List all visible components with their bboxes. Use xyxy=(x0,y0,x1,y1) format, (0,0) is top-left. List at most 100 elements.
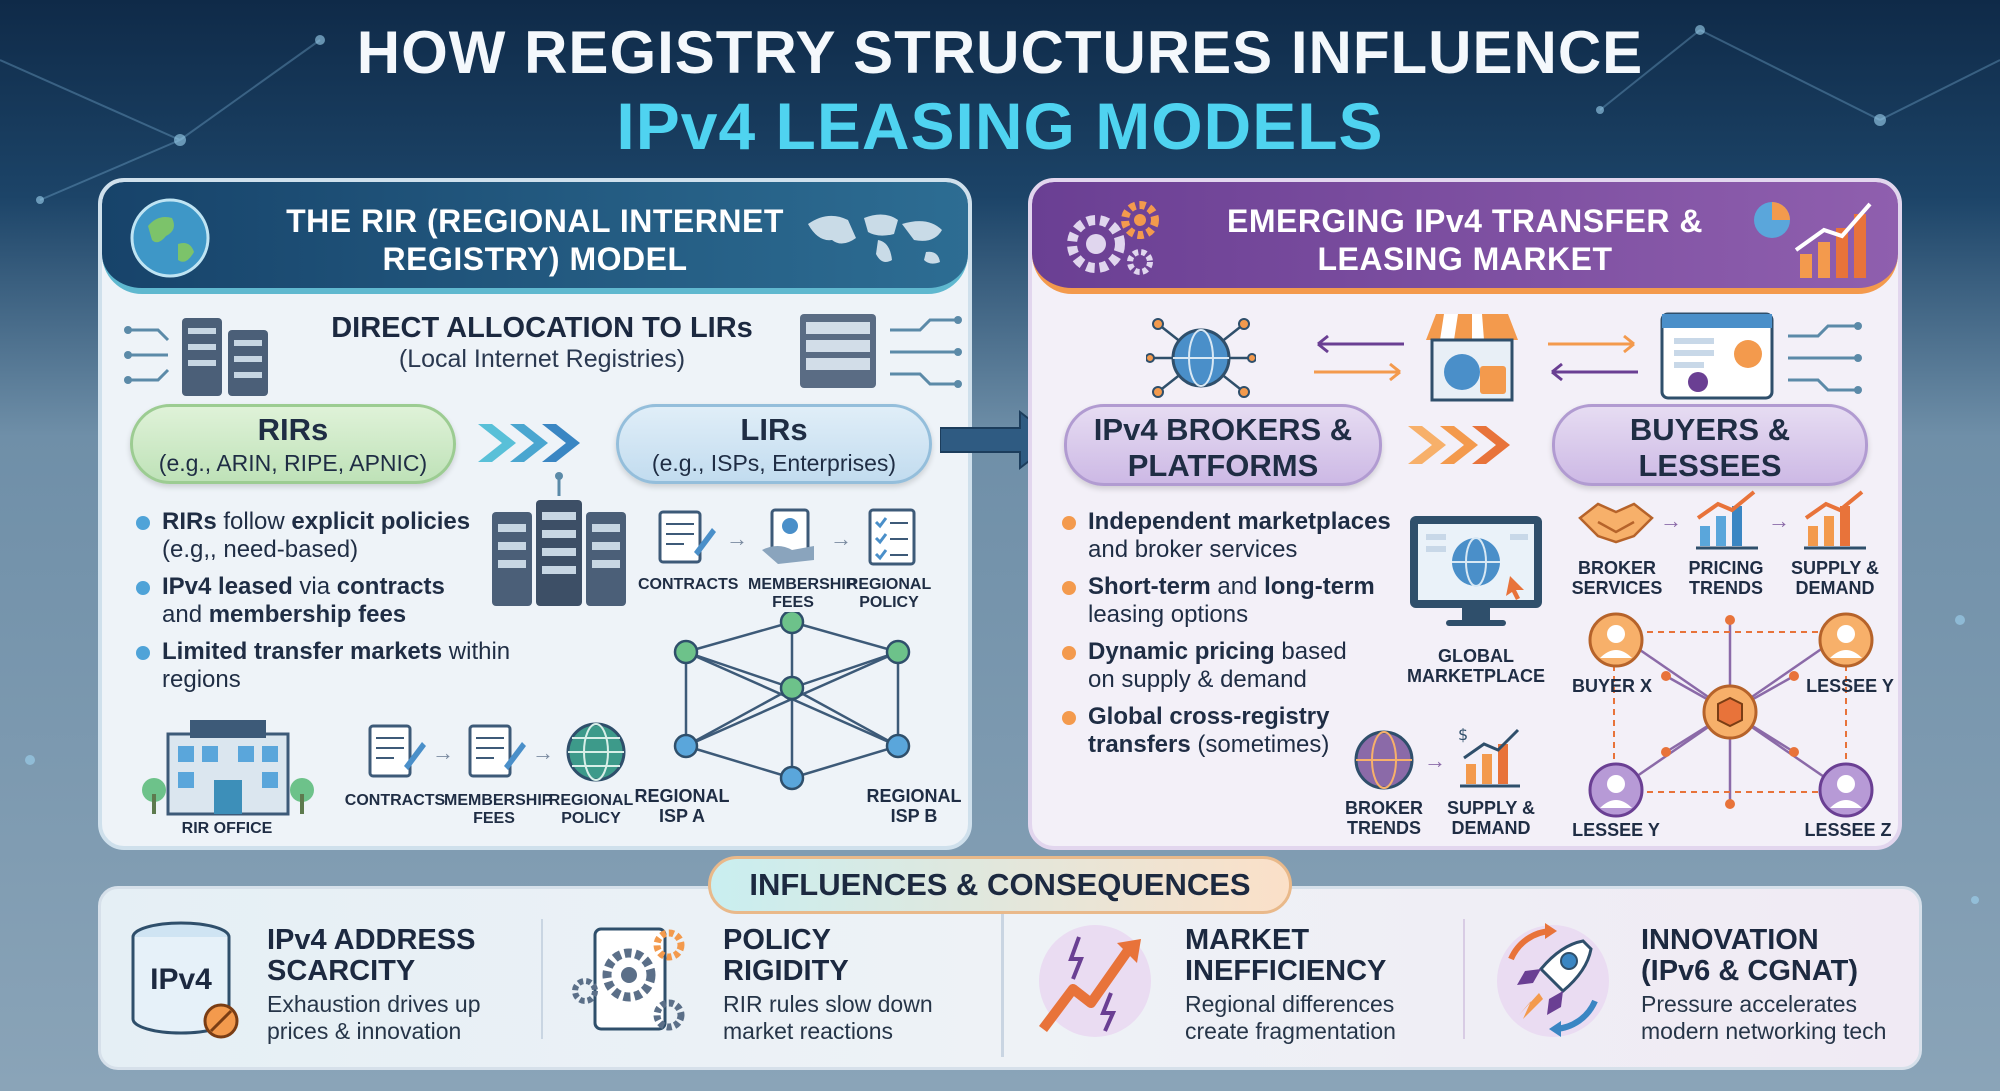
growth-chart-icon xyxy=(1754,202,1872,278)
membership-doc-bottom-icon xyxy=(468,724,526,778)
label-broker-services: BROKER SERVICES xyxy=(1571,558,1663,598)
server-left-icon xyxy=(124,318,268,396)
rirs-title: RIRs xyxy=(257,412,329,447)
rir-panel-title: THE RIR (REGIONAL INTERNET REGISTRY) MOD… xyxy=(286,203,784,277)
membership-fees-icon xyxy=(762,508,814,564)
rir-bullets: RIRs follow explicit policies(e.g,, need… xyxy=(136,508,516,703)
market-panel-header: EMERGING IPv4 TRANSFER & LEASING MARKET xyxy=(1032,182,1898,294)
consequences-panel: IPv4 IPv4 ADDRESS SCARCITY Exhaustion dr… xyxy=(98,886,1922,1070)
network-globe-icon xyxy=(1146,318,1256,398)
arrow-right-3: → xyxy=(432,740,454,765)
lirs-pill: LIRs (e.g., ISPs, Enterprises) xyxy=(616,404,932,484)
regional-policy-icon xyxy=(868,508,916,566)
lessee-z-avatar xyxy=(1818,762,1874,818)
supply-demand-icon xyxy=(1804,490,1866,550)
gears-icon xyxy=(1067,201,1159,275)
server-right-icon xyxy=(800,314,962,388)
marketplace-store-icon xyxy=(1426,314,1518,402)
arrow-right-2: → xyxy=(830,526,852,551)
consequences-title: INFLUENCES & CONSEQUENCES xyxy=(708,856,1292,914)
label-regional-isp-a: REGIONAL ISP A xyxy=(634,786,730,826)
label-pricing-trends: PRICING TRENDS xyxy=(1688,558,1764,598)
brokers-pill: IPv4 BROKERS & PLATFORMS xyxy=(1064,404,1382,486)
label-contracts-top: CONTRACTS xyxy=(638,576,739,593)
rir-bullet-1: RIRs follow explicit policies(e.g,, need… xyxy=(136,508,516,564)
buyers-pill: BUYERS & LESSEES xyxy=(1552,404,1868,486)
orange-chevrons-icon xyxy=(1408,426,1510,464)
pricing-trends-icon xyxy=(1696,490,1758,550)
rirs-examples: (e.g., ARIN, RIPE, APNIC) xyxy=(158,450,428,476)
market-volatility-icon xyxy=(1039,925,1151,1037)
direct-allocation-subtitle: (Local Internet Registries) xyxy=(398,345,686,373)
label-membership-fees-bottom: MEMBERSHIP FEES xyxy=(444,792,553,827)
contract-doc-icon xyxy=(658,510,716,564)
leasing-market-panel: EMERGING IPv4 TRANSFER & LEASING MARKET … xyxy=(1028,178,1902,850)
lessee-y-bottom-avatar xyxy=(1588,762,1644,818)
regional-globe-icon xyxy=(566,722,626,782)
rirs-pill: RIRs (e.g., ARIN, RIPE, APNIC) xyxy=(130,404,456,484)
label-supply-demand: SUPPLY & DEMAND xyxy=(1790,558,1880,598)
buyer-x-avatar xyxy=(1588,612,1644,668)
label-membership-fees-top: MEMBERSHIP FEES xyxy=(748,576,857,611)
global-marketplace-monitor-icon xyxy=(1410,516,1542,626)
consequence-innovation: INNOVATION (IPv6 & CGNAT) Pressure accel… xyxy=(1641,924,1887,1045)
svg-text:$: $ xyxy=(1458,725,1468,744)
supply-demand-chart-icon: $ xyxy=(1458,725,1520,788)
world-map-icon xyxy=(808,214,942,264)
ipv4-cylinder-icon: IPv4 xyxy=(131,921,239,1039)
lirs-title: LIRs xyxy=(740,412,808,447)
label-buyer-x: BUYER X xyxy=(1571,676,1652,696)
title-line-1: HOW REGISTRY STRUCTURES INFLUENCE xyxy=(356,19,1644,86)
direct-allocation-subhead: DIRECT ALLOCATION TO LIRs (Local Interne… xyxy=(302,312,782,374)
exchange-arrows-icon xyxy=(1314,334,1404,382)
consequence-rigidity: POLICY RIGIDITY RIR rules slow down mark… xyxy=(723,924,933,1045)
arrow-right-6: → xyxy=(1768,508,1790,533)
ipv4-cylinder-label: IPv4 xyxy=(150,963,212,996)
chevron-arrows-icon xyxy=(478,424,580,462)
globe-icon xyxy=(130,198,210,278)
rir-office-building-icon xyxy=(142,720,314,816)
rir-model-panel: THE RIR (REGIONAL INTERNET REGISTRY) MOD… xyxy=(98,178,972,850)
label-lessee-y-top: LESSEE Y xyxy=(1806,676,1894,696)
arrow-right-5: → xyxy=(1660,508,1682,533)
label-contracts-bottom: CONTRACTS xyxy=(344,792,446,809)
lessee-y-top-avatar xyxy=(1818,612,1874,668)
label-supply-demand-2: SUPPLY & DEMAND xyxy=(1446,798,1536,838)
buyers-title: BUYERS & LESSEES xyxy=(1629,412,1791,483)
exchange-arrows-icon-2 xyxy=(1548,334,1638,382)
lirs-examples: (e.g., ISPs, Enterprises) xyxy=(651,450,897,476)
label-broker-trends: BROKER TRENDS xyxy=(1344,798,1423,838)
rocket-icon xyxy=(1497,923,1609,1037)
brokers-title: IPv4 BROKERS & PLATFORMS xyxy=(1093,412,1353,483)
consequence-scarcity: IPv4 ADDRESS SCARCITY Exhaustion drives … xyxy=(267,924,481,1045)
direct-allocation-title: DIRECT ALLOCATION TO LIRs xyxy=(331,312,753,344)
handshake-icon xyxy=(1578,502,1654,544)
label-lessee-y-bottom: LESSEE Y xyxy=(1572,820,1660,840)
consequence-inefficiency: MARKET INEFFICIENCY Regional differences… xyxy=(1185,924,1396,1045)
label-global-marketplace: GLOBAL MARKETPLACE xyxy=(1407,646,1545,686)
policy-gears-icon xyxy=(572,927,685,1031)
label-regional-isp-b: REGIONAL ISP B xyxy=(866,786,962,826)
title-line-2: IPv4 LEASING MODELS xyxy=(616,89,1384,163)
market-panel-title: EMERGING IPv4 TRANSFER & LEASING MARKET xyxy=(1226,203,1704,277)
dashboard-user-icon xyxy=(1660,312,1862,400)
isp-network-graph xyxy=(673,612,911,791)
label-regional-policy-bottom: REGIONAL POLICY xyxy=(548,792,634,827)
arrow-right-7: → xyxy=(1424,748,1446,773)
arrow-right-4: → xyxy=(532,740,554,765)
arrow-right-1: → xyxy=(726,526,748,551)
label-lessee-z: LESSEE Z xyxy=(1804,820,1892,840)
main-title: HOW REGISTRY STRUCTURES INFLUENCE IPv4 L… xyxy=(0,18,2000,164)
label-regional-policy-top: REGIONAL POLICY xyxy=(846,576,932,611)
contract-doc-bottom-icon xyxy=(368,724,426,778)
broker-trends-globe-icon xyxy=(1354,730,1414,790)
rir-panel-header: THE RIR (REGIONAL INTERNET REGISTRY) MOD… xyxy=(102,182,968,294)
datacenter-icon xyxy=(492,472,626,606)
